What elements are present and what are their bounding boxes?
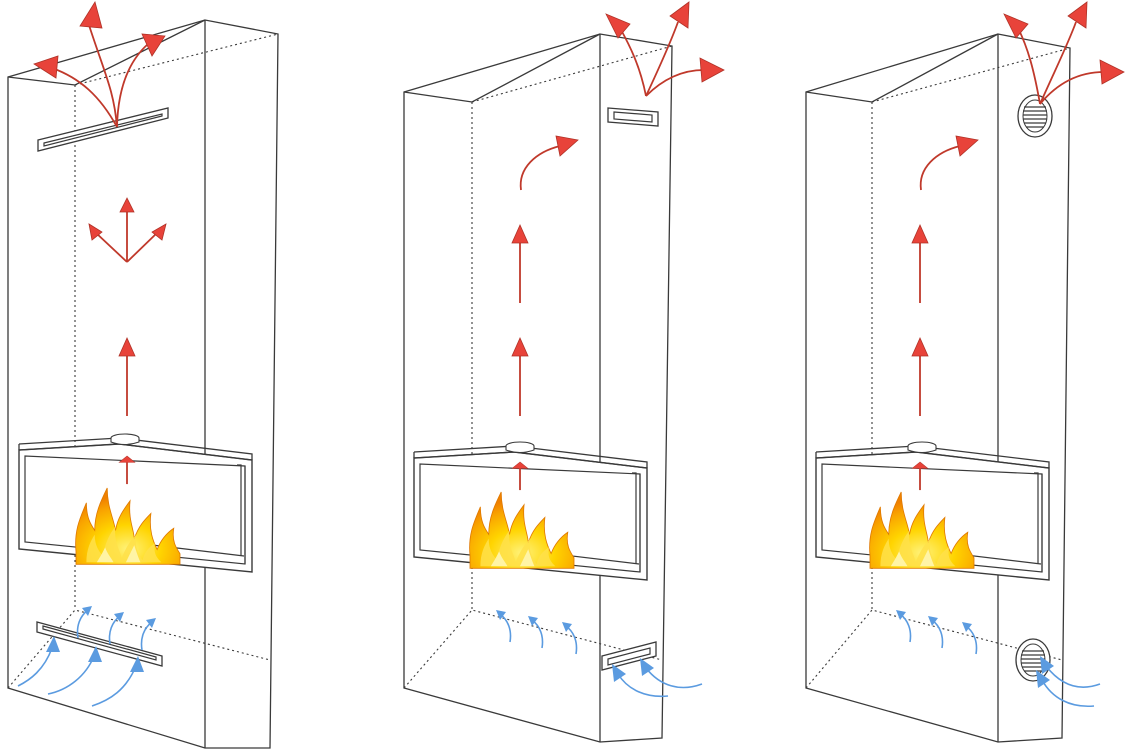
inlet-vent-slot-1 xyxy=(36,621,163,667)
fireplace-unit-3 xyxy=(805,1,1125,743)
unit-2-outline xyxy=(403,33,673,743)
unit-1-outline xyxy=(7,19,279,749)
round-vent-grille-outlet xyxy=(1017,94,1053,138)
hot-air-arrow-3 xyxy=(911,1,1125,491)
hot-air-arrow-1 xyxy=(33,1,167,485)
cold-air-arrow-2 xyxy=(495,609,703,698)
outlet-vent-slot-2 xyxy=(607,107,659,127)
fireplace-unit-2 xyxy=(403,1,725,743)
cold-air-arrow-3 xyxy=(895,609,1101,708)
hot-air-arrow-2 xyxy=(511,1,725,491)
fireplace-unit-1 xyxy=(7,1,279,749)
cold-air-arrow-1 xyxy=(17,605,157,707)
outlet-vent-slot-1 xyxy=(37,107,169,152)
inlet-vent-slot-2 xyxy=(601,641,657,671)
unit-3-outline xyxy=(805,33,1071,743)
